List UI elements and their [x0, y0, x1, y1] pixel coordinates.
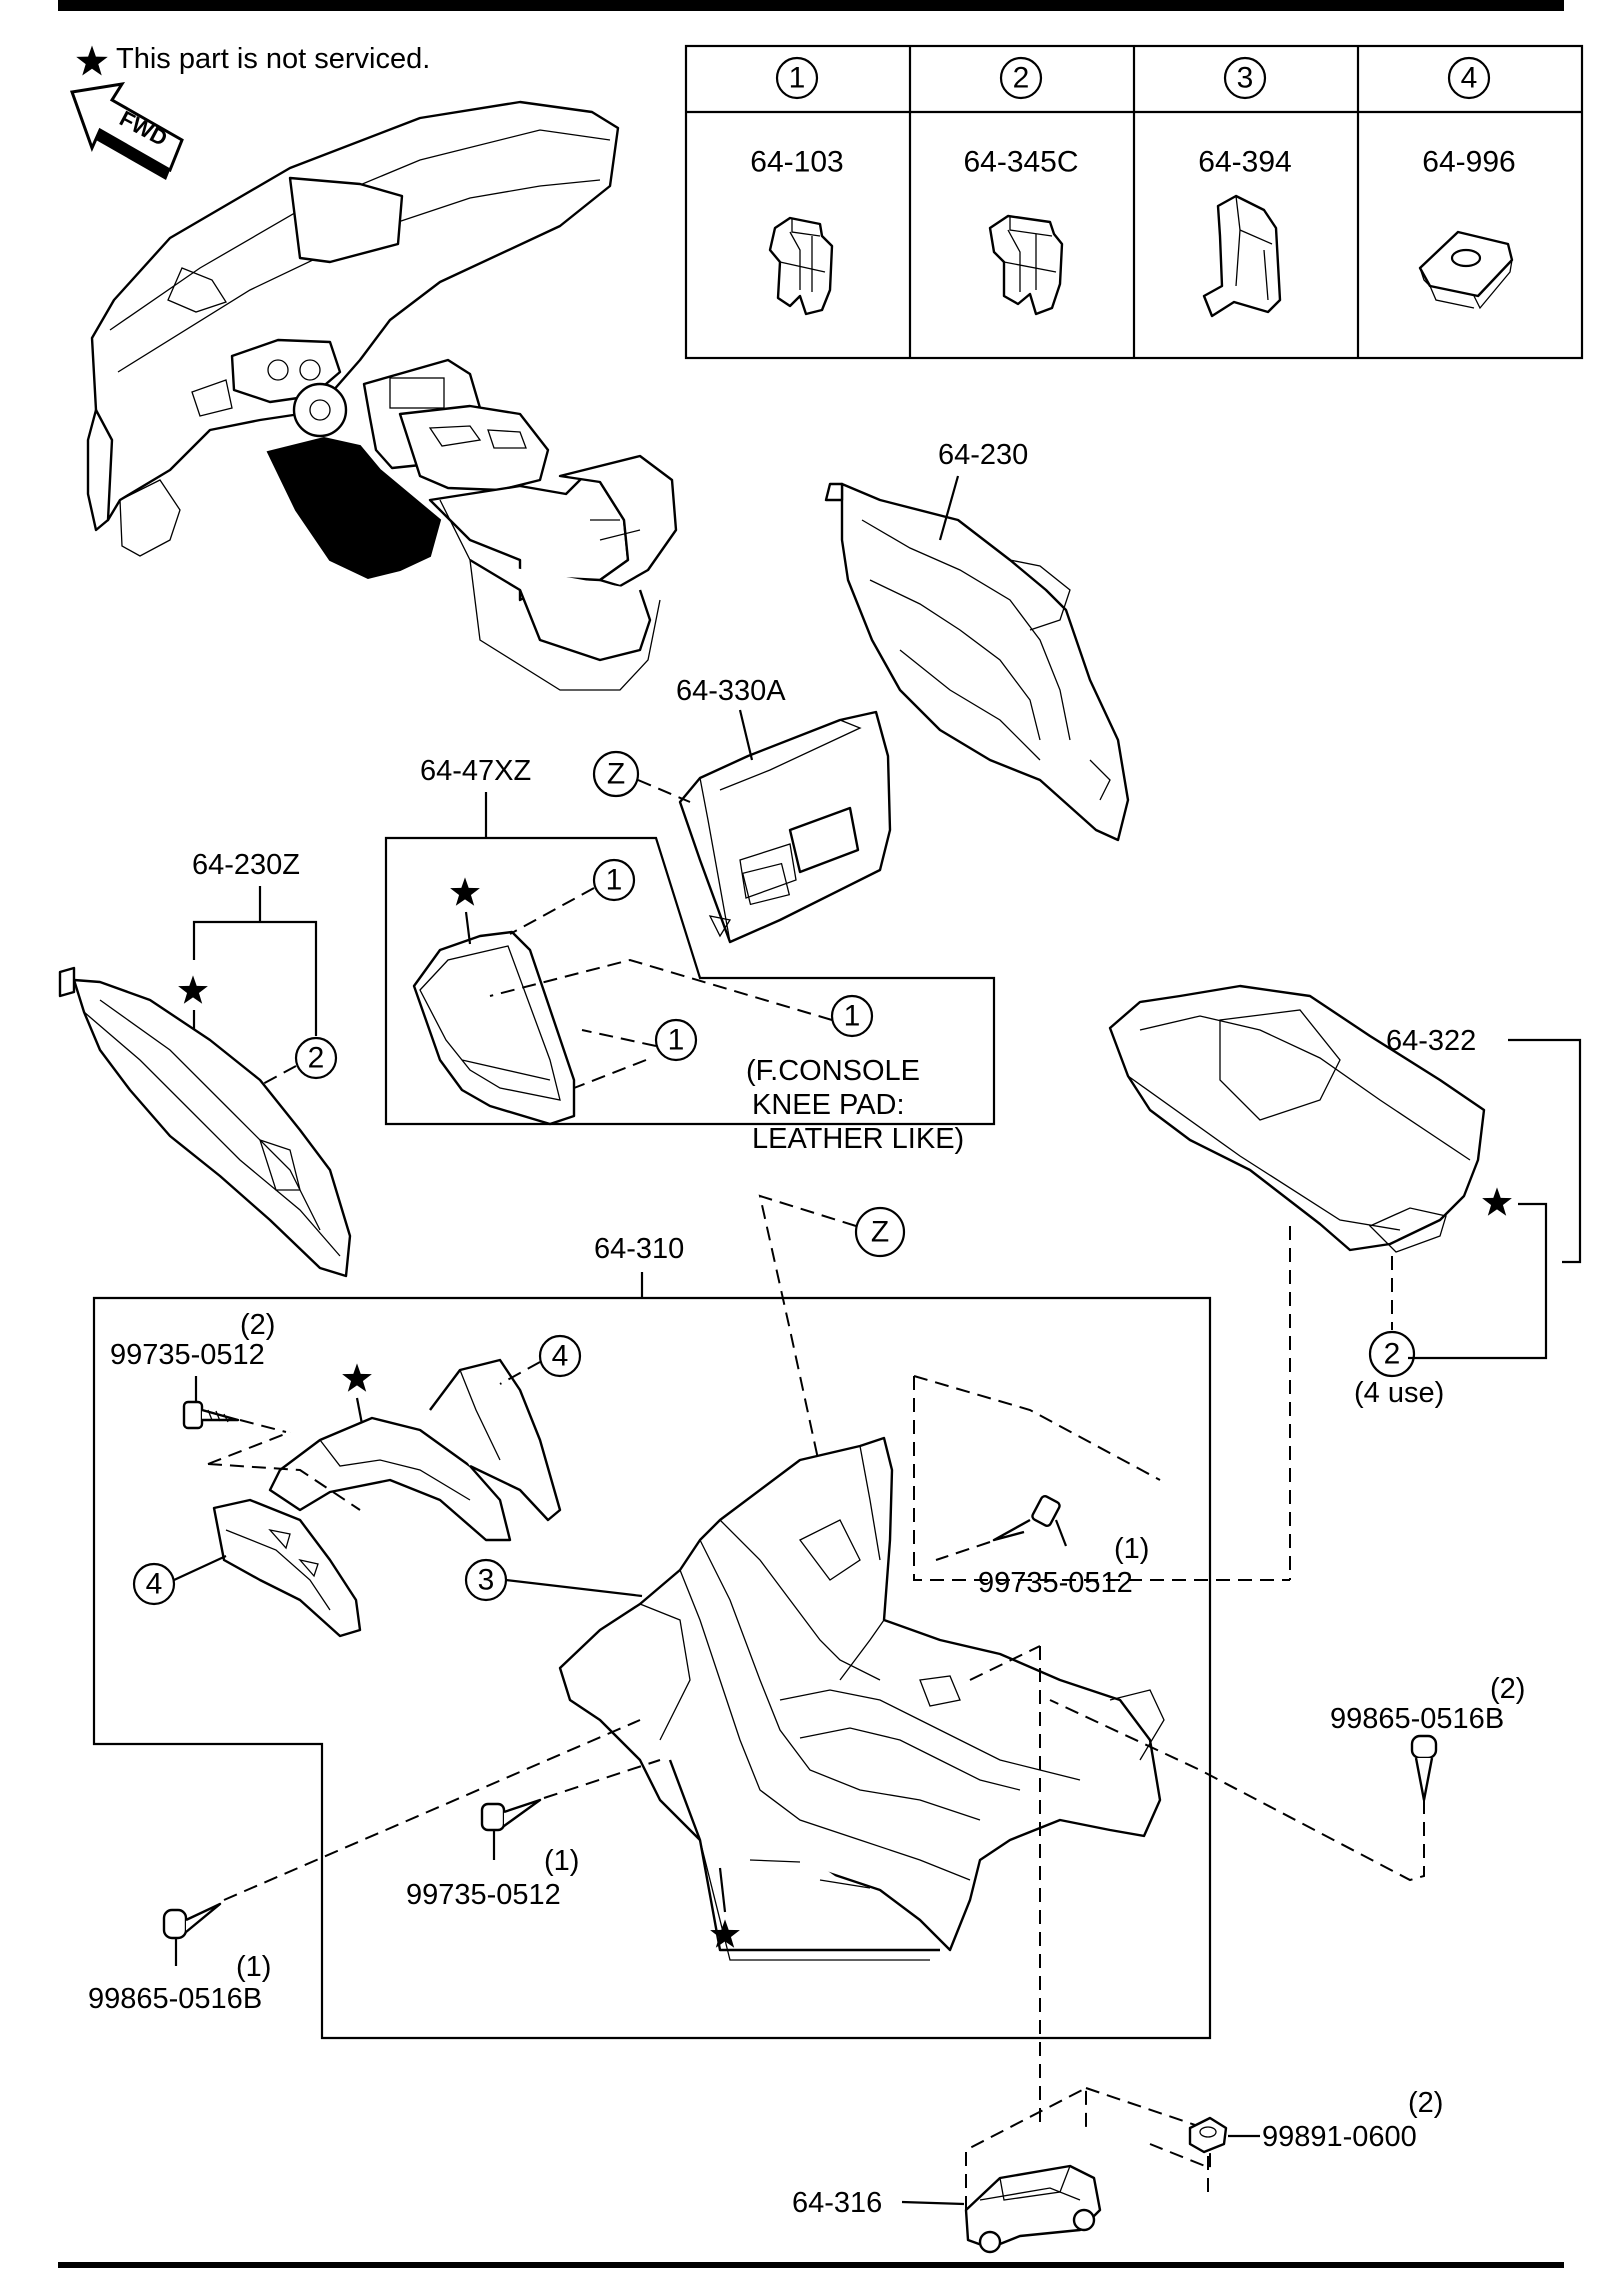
clip-64-345c-drawing: [988, 214, 1064, 316]
part-64-310-label: 64-310: [594, 1233, 684, 1265]
clip-3-part: 64-394: [1198, 146, 1291, 179]
clip-2-callout: [999, 56, 1043, 100]
clip-1-num: 1: [789, 62, 806, 95]
clip-4-callout: [1447, 56, 1491, 100]
part-64-230z-label: 64-230Z: [192, 849, 300, 881]
part-64-230z-drawing: [58, 966, 352, 1278]
clip-4-part: 64-996: [1422, 146, 1515, 179]
clip-4-callout-a: [538, 1334, 582, 1378]
part-64-310-drawing: [558, 1436, 1165, 1961]
z-callout-lower: [854, 1206, 906, 1258]
nut-icon: [1188, 2116, 1228, 2154]
clip-4-callout-b-text: 4: [146, 1568, 163, 1601]
not-serviced-star-icon: [1482, 1187, 1512, 1216]
clip-64-996-drawing: [1418, 230, 1514, 310]
screw-icon: [182, 1400, 240, 1430]
fastener-4-part: 99865-0516B: [88, 1983, 262, 2015]
not-serviced-star-icon: [178, 975, 208, 1004]
z-callout-lower-text: Z: [871, 1216, 889, 1249]
use-note: (4 use): [1354, 1377, 1444, 1409]
z-callout-top-text: Z: [607, 758, 625, 791]
part-64-310-box: [92, 1296, 1212, 2040]
part-64-230-label: 64-230: [938, 439, 1028, 471]
dashboard-overview-drawing: [86, 100, 678, 691]
knee-pad-note-2: KNEE PAD:: [752, 1089, 905, 1121]
clip-4-callout-b: [132, 1562, 176, 1606]
top-border: [58, 0, 1564, 11]
screw-icon: [992, 1495, 1061, 1542]
bracket-assembly-drawing: [212, 1358, 562, 1638]
fwd-arrow-icon: FWD: [69, 81, 184, 180]
screw-icon: [480, 1798, 542, 1832]
clip-1-callout-b-text: 1: [668, 1024, 685, 1057]
clip-4-num: 4: [1461, 62, 1478, 95]
part-64-230-drawing: [824, 482, 1130, 842]
part-64-47xz-label: 64-47XZ: [420, 755, 531, 787]
clip-table: 1 2 3 4 64-103 64-345C 64-394 64-996: [684, 44, 1584, 360]
part-64-47xz-drawing: [412, 930, 576, 1126]
fastener-5-part: 99865-0516B: [1330, 1703, 1504, 1735]
clip-1-callout-c: [830, 994, 874, 1038]
part-64-47xz-box: [384, 836, 996, 1126]
part-64-316-label: 64-316: [792, 2187, 882, 2219]
not-serviced-star-icon: [342, 1363, 372, 1392]
legend-note: This part is not serviced.: [116, 43, 430, 75]
screw-icon: [1410, 1734, 1438, 1802]
part-64-330a-label: 64-330A: [676, 675, 786, 707]
clip-64-103-drawing: [768, 216, 834, 316]
clip-2-part: 64-345C: [963, 146, 1078, 179]
fastener-6-qty: (2): [1408, 2087, 1443, 2119]
part-64-322-label: 64-322: [1386, 1025, 1476, 1057]
clip-4-callout-a-text: 4: [552, 1340, 569, 1373]
fastener-5-qty: (2): [1490, 1673, 1525, 1705]
clip-3-callout-text: 3: [478, 1564, 495, 1597]
fastener-2-qty: (1): [1114, 1533, 1149, 1565]
clip-2-callout-322: [1368, 1330, 1416, 1378]
fastener-1-qty: (2): [240, 1309, 275, 1341]
clip-3-num: 3: [1237, 62, 1254, 95]
clip-1-callout-a-text: 1: [606, 864, 623, 897]
clip-1-callout-c-text: 1: [844, 1000, 861, 1033]
clip-64-394-drawing: [1202, 194, 1282, 318]
clip-1-part: 64-103: [750, 146, 843, 179]
knee-pad-note-3: LEATHER LIKE): [752, 1123, 964, 1155]
bottom-border: [58, 2262, 1564, 2268]
clip-1-callout-b: [654, 1018, 698, 1062]
part-64-322-drawing: [1108, 984, 1486, 1253]
clip-2-callout-230z-text: 2: [308, 1042, 325, 1075]
part-64-316-drawing: [964, 2164, 1102, 2254]
screw-icon: [162, 1902, 222, 1940]
fastener-3-part: 99735-0512: [406, 1879, 561, 1911]
fastener-2-part: 99735-0512: [978, 1567, 1133, 1599]
clip-1-callout: [775, 56, 819, 100]
part-64-330a-drawing: [678, 710, 892, 944]
fastener-3-qty: (1): [544, 1845, 579, 1877]
fastener-4-qty: (1): [236, 1951, 271, 1983]
not-serviced-star-icon: [76, 45, 108, 76]
clip-3-callout: [1223, 56, 1267, 100]
clip-2-callout-322-text: 2: [1384, 1338, 1401, 1371]
knee-pad-note-1: (F.CONSOLE: [746, 1055, 920, 1087]
z-callout-top: [592, 750, 640, 798]
clip-2-callout-230z: [294, 1036, 338, 1080]
clip-1-callout-a: [592, 858, 636, 902]
fastener-1-part: 99735-0512: [110, 1339, 265, 1371]
clip-2-num: 2: [1013, 62, 1030, 95]
fastener-6-part: 99891-0600: [1262, 2121, 1417, 2153]
not-serviced-star-icon: [450, 877, 480, 906]
